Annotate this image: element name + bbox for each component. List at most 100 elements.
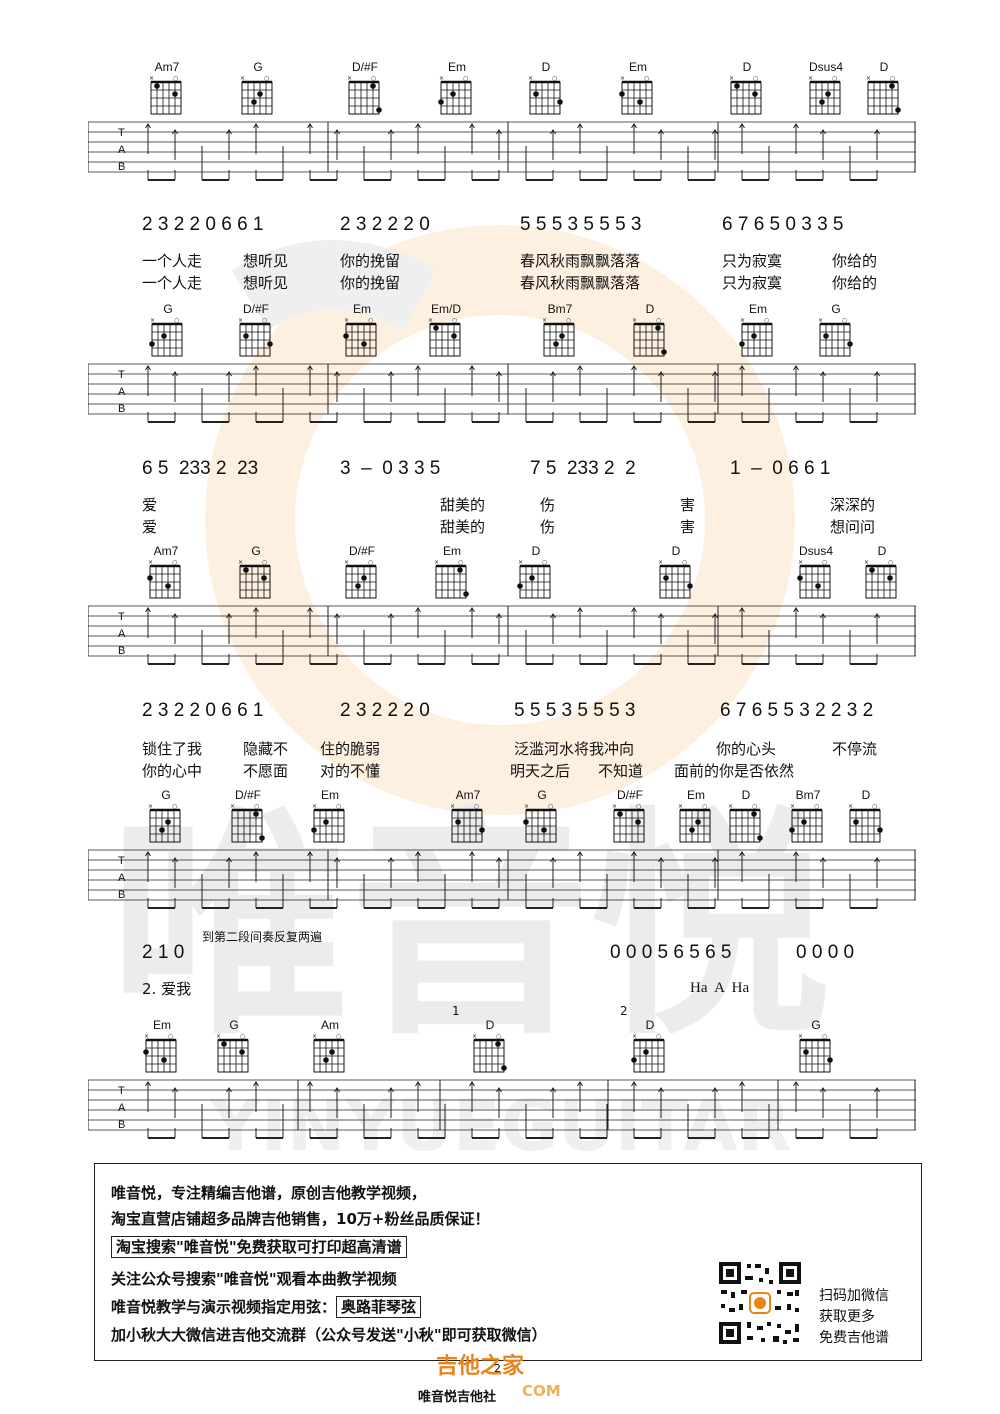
svg-text:T: T (118, 369, 125, 381)
svg-text:○: ○ (832, 76, 837, 82)
lyric: 伤 (540, 496, 556, 514)
lyric: 爱 (142, 496, 158, 514)
lyric: 不知道 (598, 762, 644, 780)
svg-text:×: × (866, 76, 871, 82)
svg-text:○: ○ (463, 76, 468, 82)
lyric: 你的心中 (142, 762, 203, 780)
svg-text:A: A (118, 628, 126, 640)
svg-text:○: ○ (173, 76, 178, 82)
svg-text:○: ○ (636, 804, 641, 810)
chord-grid: ×○ (230, 804, 265, 843)
svg-text:×: × (848, 804, 853, 810)
svg-text:A: A (118, 1102, 126, 1114)
svg-text:T: T (118, 1085, 125, 1097)
svg-text:○: ○ (872, 804, 877, 810)
svg-text:○: ○ (262, 318, 267, 324)
svg-text:×: × (344, 560, 349, 566)
chord-grid: ×○ (347, 76, 382, 115)
svg-text:○: ○ (368, 318, 373, 324)
chord-grid: ×○ (542, 318, 575, 357)
lyric: 不愿面 (243, 762, 289, 780)
info-line: 唯音悦教学与演示视频指定用弦：奥路菲琴弦 (111, 1296, 422, 1318)
svg-text:○: ○ (474, 804, 479, 810)
lyric: 想听见 (243, 274, 289, 292)
lyric: 你给的 (832, 252, 878, 270)
svg-text:×: × (740, 318, 745, 324)
svg-text:×: × (798, 560, 803, 566)
svg-text:B: B (118, 403, 125, 415)
chord-diagram: D/#F×○ (610, 788, 650, 843)
chord-diagram: Em×○ (342, 302, 382, 357)
svg-text:×: × (312, 1034, 317, 1040)
lyric: 春风秋雨飘飘落落 (520, 274, 641, 292)
chord-diagram: Em×○ (618, 60, 658, 115)
lyric: 2. 爱我 (142, 980, 192, 998)
svg-text:×: × (148, 804, 153, 810)
svg-text:○: ○ (753, 76, 758, 82)
chord-grid: ×○ (428, 318, 461, 357)
svg-text:×: × (238, 560, 243, 566)
svg-text:○: ○ (240, 1034, 245, 1040)
svg-text:○: ○ (542, 560, 547, 566)
lyric: 泛滥河水将我冲向 (514, 740, 635, 758)
info-box: 唯音悦，专注精编吉他谱，原创吉他教学视频， 淘宝直营店铺超多品牌吉他销售，10万… (94, 1163, 922, 1361)
chord-grid: ×○ (149, 318, 183, 357)
chord-grid: ×○ (739, 318, 773, 357)
jianpu-measure: 5 5 5 3 5 5 5 3 (514, 700, 636, 721)
staff-lines: TAB (88, 849, 916, 909)
lyric: 害 (680, 518, 696, 536)
chord-diagram: Am7×○ (448, 788, 488, 843)
footer-site: 唯音悦吉他社 (418, 1390, 497, 1405)
lyric: 一个人走 (142, 274, 203, 292)
chord-grid: ×○ (148, 804, 181, 843)
svg-text:×: × (472, 1034, 477, 1040)
svg-text:×: × (434, 560, 439, 566)
qr-code[interactable] (717, 1260, 803, 1346)
staff-lines: TAB (88, 605, 916, 665)
svg-text:×: × (528, 76, 533, 82)
chord-grid: ×○ (149, 76, 182, 115)
svg-text:○: ○ (644, 76, 649, 82)
repeat-instruction: 到第二段间奏反复两遍 (202, 930, 323, 944)
page-number: 2 (494, 1362, 501, 1375)
svg-text:×: × (620, 76, 625, 82)
info-line-boxed: 淘宝搜索"唯音悦"免费获取可打印超高清谱 (111, 1236, 407, 1258)
staff-lines: TAB (88, 1079, 916, 1139)
svg-text:×: × (632, 1034, 637, 1040)
lyric: 爱 (142, 518, 158, 536)
svg-text:B: B (118, 889, 125, 901)
chord-diagram: G×○ (214, 1018, 254, 1073)
svg-text:×: × (524, 804, 529, 810)
svg-text:×: × (216, 1034, 221, 1040)
lyric: 面前的你是否依然 (674, 762, 795, 780)
svg-text:○: ○ (262, 560, 267, 566)
svg-text:○: ○ (822, 1034, 827, 1040)
chord-grid: ×○ (147, 560, 181, 599)
chord-grid: ×○ (343, 318, 377, 357)
svg-text:×: × (728, 804, 733, 810)
chord-diagram: Em×○ (310, 788, 350, 843)
chord-diagram: Em/D×○ (426, 302, 466, 357)
svg-text:○: ○ (174, 318, 179, 324)
svg-text:B: B (118, 645, 125, 657)
chord-grid: ×○ (143, 1034, 177, 1073)
chord-grid: ×○ (866, 76, 901, 115)
svg-text:×: × (612, 804, 617, 810)
lyric: 只为寂寞 (722, 252, 783, 270)
lyric: 对的不懂 (320, 762, 381, 780)
svg-text:×: × (450, 804, 455, 810)
chord-diagram: D×○ (726, 788, 766, 843)
chord-grid: ×○ (517, 560, 551, 599)
chord-grid: ×○ (238, 318, 273, 357)
chord-grid: ×○ (808, 76, 841, 115)
lyric: 甜美的 (440, 518, 486, 536)
lyric: 不停流 (832, 740, 878, 758)
svg-text:○: ○ (548, 804, 553, 810)
svg-text:○: ○ (368, 560, 373, 566)
jianpu-measure: 7 5 233 2 2 (530, 458, 636, 479)
chord-diagram: D×○ (516, 544, 556, 599)
lyric: 伤 (540, 518, 556, 536)
chord-grid: ×○ (523, 804, 557, 843)
chord-grid: ×○ (344, 560, 377, 599)
